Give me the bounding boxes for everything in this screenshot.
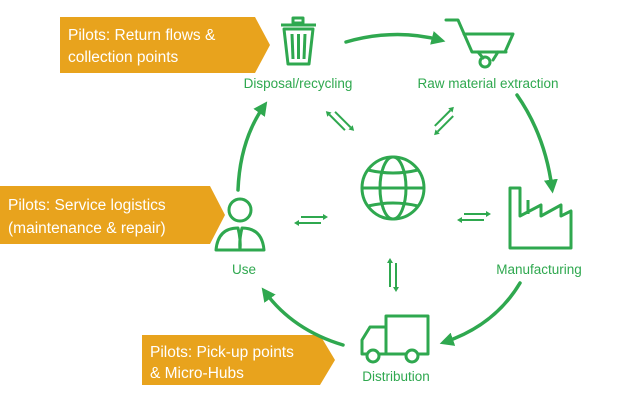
arrow-extraction-to-manufacturing (515, 93, 558, 194)
arrow-use-to-disposal (236, 101, 268, 192)
exchange-arrows (294, 106, 491, 292)
label-manufacturing: Manufacturing (496, 262, 582, 277)
pilot-banner-pickup-points-line1: Pilots: Pick-up points (150, 344, 294, 361)
label-disposal-recycling: Disposal/recycling (244, 76, 353, 91)
arrow-distribution-to-use (261, 287, 345, 347)
pilot-banner-service-logistics: Pilots: Service logistics (maintenance &… (0, 186, 225, 244)
exchange-arrow-distribution (387, 258, 399, 292)
pilot-banner-pickup-points: Pilots: Pick-up points & Micro-Hubs (142, 335, 335, 385)
exchange-arrow-extraction (434, 106, 454, 136)
label-raw-material-extraction: Raw material extraction (417, 76, 558, 91)
pilot-banner-return-flows: Pilots: Return flows & collection points (60, 17, 270, 73)
pilot-banner-service-logistics-line1: Pilots: Service logistics (8, 197, 166, 214)
pilot-banner-pickup-points-line2: & Micro-Hubs (150, 365, 244, 382)
wheelbarrow-icon (444, 18, 515, 69)
delivery-truck-icon (360, 314, 430, 364)
label-use: Use (232, 262, 256, 277)
arrow-disposal-to-extraction (344, 31, 446, 45)
factory-icon (508, 186, 573, 250)
pilot-banner-service-logistics-line2: (maintenance & repair) (8, 220, 166, 237)
arrow-manufacturing-to-distribution (439, 281, 522, 346)
pilot-banner-return-flows-line2: collection points (68, 49, 179, 66)
exchange-arrow-manufacturing (457, 211, 491, 223)
label-distribution: Distribution (362, 369, 430, 384)
pilot-banner-return-flows-line1: Pilots: Return flows & (68, 27, 216, 44)
exchange-arrow-disposal (325, 111, 355, 131)
people-icon (214, 197, 266, 252)
trash-bin-icon (281, 16, 316, 66)
cycle-arrows (236, 31, 558, 347)
exchange-arrow-use (294, 214, 328, 226)
globe-icon (360, 155, 426, 221)
